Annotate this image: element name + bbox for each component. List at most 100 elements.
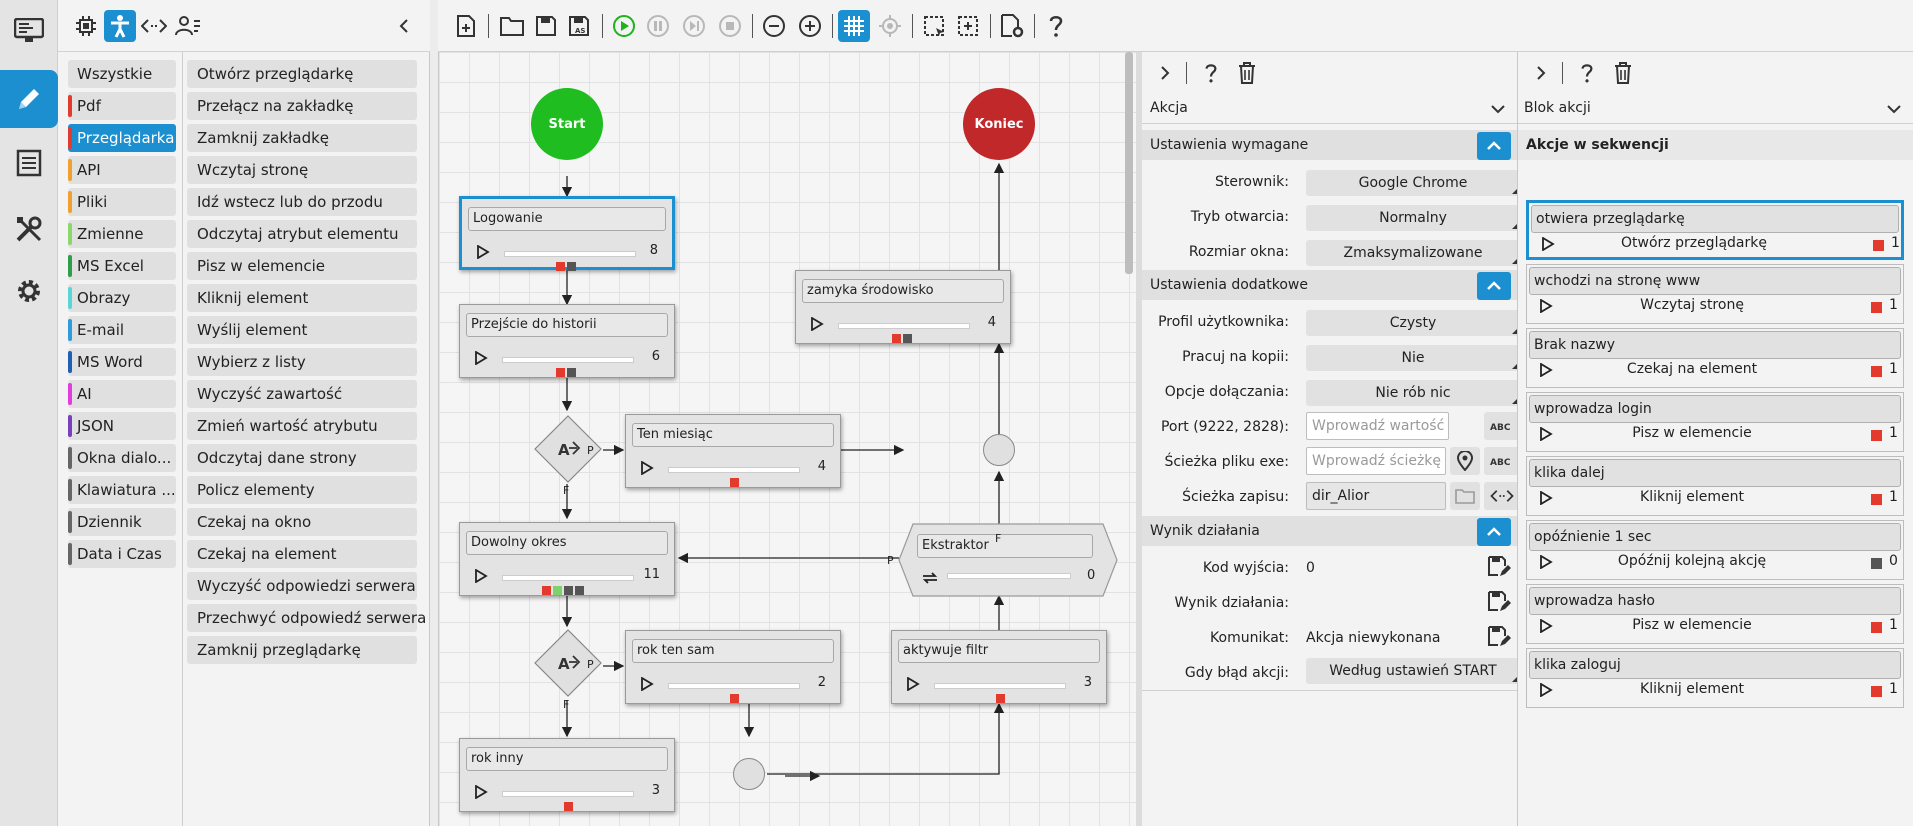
exe-path-input[interactable]: Wprowadź ścieżkę d	[1306, 447, 1446, 475]
step-icon[interactable]	[678, 10, 710, 42]
play-icon[interactable]	[906, 677, 920, 691]
zoom-in-icon[interactable]	[794, 10, 826, 42]
condition-node-1[interactable]: A	[533, 414, 603, 484]
action-item[interactable]: Odczytaj dane strony	[187, 444, 417, 472]
action-item[interactable]: Wyczyść zawartość	[187, 380, 417, 408]
save-path-input[interactable]: dir_Alior	[1306, 482, 1446, 510]
play-icon[interactable]	[640, 677, 654, 691]
chip-icon[interactable]	[70, 10, 102, 42]
gear-icon[interactable]	[0, 262, 58, 320]
grid-toggle-icon[interactable]	[838, 10, 870, 42]
pencil-icon[interactable]	[0, 70, 58, 128]
flow-canvas[interactable]: Start Koniec Logowanie 8 Przejście do hi…	[438, 52, 1136, 826]
flow-node-ten-miesiac[interactable]: Ten miesiąc 4	[625, 414, 841, 488]
required-section-header[interactable]: Ustawienia wymagane	[1142, 130, 1517, 160]
loop-icon[interactable]	[921, 570, 939, 586]
pause-icon[interactable]	[642, 10, 674, 42]
copy-select[interactable]: Nie	[1306, 345, 1520, 371]
block-title-bar[interactable]: Blok akcji	[1518, 94, 1913, 124]
play-icon[interactable]	[1541, 237, 1555, 251]
screen-icon[interactable]	[0, 2, 58, 60]
props-title-bar[interactable]: Akcja	[1142, 94, 1517, 124]
on-error-select[interactable]: Według ustawień START	[1306, 658, 1520, 684]
play-icon[interactable]	[476, 245, 490, 259]
play-icon[interactable]	[810, 317, 824, 331]
category-item[interactable]: Wszystkie	[68, 60, 176, 88]
new-file-icon[interactable]	[450, 10, 482, 42]
flow-node-aktywuje-filtr[interactable]: aktywuje filtr 3	[891, 630, 1107, 704]
help-icon[interactable]	[1574, 60, 1600, 86]
start-node[interactable]: Start	[531, 88, 603, 160]
condition-node-2[interactable]: A	[533, 628, 603, 698]
flow-node-rok-ten-sam[interactable]: rok ten sam 2	[625, 630, 841, 704]
result-section-header[interactable]: Wynik działania	[1142, 516, 1517, 546]
flow-node-przejscie[interactable]: Przejście do historii 6	[459, 304, 675, 378]
flow-node-logowanie[interactable]: Logowanie 8	[459, 196, 675, 271]
category-item[interactable]: Zmienne	[68, 220, 176, 248]
trash-icon[interactable]	[1610, 60, 1636, 86]
user-settings-icon[interactable]	[172, 10, 204, 42]
action-item[interactable]: Zmień wartość atrybutu	[187, 412, 417, 440]
expand-chevron-icon[interactable]	[1152, 60, 1178, 86]
stop-icon[interactable]	[714, 10, 746, 42]
action-item[interactable]: Wyślij element	[187, 316, 417, 344]
profile-select[interactable]: Czysty	[1306, 310, 1520, 336]
end-node[interactable]: Koniec	[963, 88, 1035, 160]
category-item[interactable]: JSON	[68, 412, 176, 440]
code-arrows-icon[interactable]	[1484, 482, 1520, 510]
category-item[interactable]: Pliki	[68, 188, 176, 216]
category-item[interactable]: AI	[68, 380, 176, 408]
chevron-down-icon[interactable]	[1887, 104, 1901, 114]
accessibility-icon[interactable]	[104, 10, 136, 42]
tools-icon[interactable]	[0, 200, 58, 258]
play-icon[interactable]	[1539, 299, 1553, 313]
code-arrows-icon[interactable]	[138, 10, 170, 42]
category-item[interactable]: Dziennik	[68, 508, 176, 536]
location-pin-icon[interactable]	[1450, 447, 1480, 475]
snap-target-icon[interactable]	[874, 10, 906, 42]
play-icon[interactable]	[474, 785, 488, 799]
action-item[interactable]: Odczytaj atrybut elementu	[187, 220, 417, 248]
folder-icon[interactable]	[1450, 482, 1480, 510]
play-icon[interactable]	[640, 461, 654, 475]
category-item[interactable]: Okna dialo...	[68, 444, 176, 472]
collapse-panel-chevron-icon[interactable]	[388, 10, 420, 42]
merge-node-2[interactable]	[733, 758, 765, 790]
category-item[interactable]: Przeglądarka	[68, 124, 176, 152]
port-input[interactable]: Wprowadź wartość	[1306, 412, 1449, 440]
action-item[interactable]: Zamknij zakładkę	[187, 124, 417, 152]
help-icon[interactable]	[1040, 10, 1072, 42]
action-item[interactable]: Wczytaj stronę	[187, 156, 417, 184]
abc-icon[interactable]: ABC	[1484, 447, 1520, 475]
category-item[interactable]: MS Excel	[68, 252, 176, 280]
action-item[interactable]: Otwórz przeglądarkę	[187, 60, 417, 88]
help-icon[interactable]	[1198, 60, 1224, 86]
collapse-section-button[interactable]	[1477, 132, 1511, 160]
action-item[interactable]: Kliknij element	[187, 284, 417, 312]
action-item[interactable]: Czekaj na element	[187, 540, 417, 568]
play-icon[interactable]	[1539, 555, 1553, 569]
flow-node-dowolny-okres[interactable]: Dowolny okres 11	[459, 522, 675, 596]
expand-chevron-icon[interactable]	[1528, 60, 1554, 86]
window-size-select[interactable]: Zmaksymalizowane	[1306, 240, 1520, 266]
category-item[interactable]: Obrazy	[68, 284, 176, 312]
canvas-scrollbar[interactable]	[1125, 52, 1133, 274]
collapse-section-button[interactable]	[1477, 518, 1511, 546]
play-icon[interactable]	[474, 351, 488, 365]
category-item[interactable]: E-mail	[68, 316, 176, 344]
play-icon[interactable]	[474, 569, 488, 583]
open-folder-icon[interactable]	[496, 10, 528, 42]
collapse-section-button[interactable]	[1477, 272, 1511, 300]
category-item[interactable]: Klawiatura ...	[68, 476, 176, 504]
action-item[interactable]: Wybierz z listy	[187, 348, 417, 376]
action-item[interactable]: Pisz w elemencie	[187, 252, 417, 280]
category-item[interactable]: MS Word	[68, 348, 176, 376]
action-item[interactable]: Czekaj na okno	[187, 508, 417, 536]
save-as-icon[interactable]: AS	[564, 10, 596, 42]
